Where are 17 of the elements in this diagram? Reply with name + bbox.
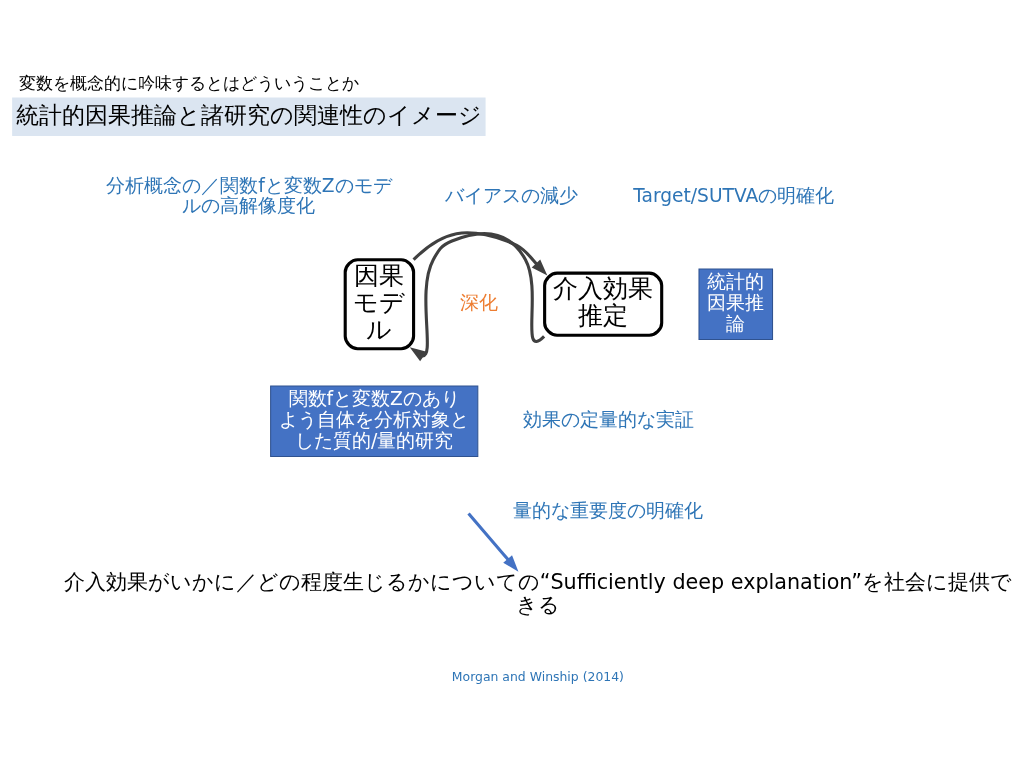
label: 効果の定量的な実証 [522, 408, 694, 430]
label: 深化 [459, 291, 498, 313]
label: 分析概念の／関数fと変数Zのモデルの高解像度化 [106, 174, 392, 217]
arrow [409, 232, 546, 362]
node-box: 統計的因果推論 [698, 268, 774, 340]
label: 量的な重要度の明確化 [513, 500, 704, 522]
diagram-title: 変数を概念的に吟味するとはどういうことか [19, 73, 360, 93]
arrow [412, 231, 548, 276]
node-text: 介入効果がいかに／どの程度生じるかについての“Sufficiently deep explanation”を社会に提供できる [63, 570, 1013, 617]
arrow [467, 512, 519, 572]
node-box: 統計的因果推論と諸研究の関連性のイメージ [12, 97, 486, 136]
node-box: 介入効果推定 [543, 271, 664, 337]
caption: Morgan and Winship (2014) [451, 669, 624, 685]
label: Target/SUTVAの明確化 [633, 185, 835, 207]
node-box: 関数fと変数Zのありよう自体を分析対象とした質的/量的研究 [270, 385, 479, 458]
node-box: 因果モデル [343, 258, 416, 351]
label: バイアスの減少 [445, 185, 579, 207]
